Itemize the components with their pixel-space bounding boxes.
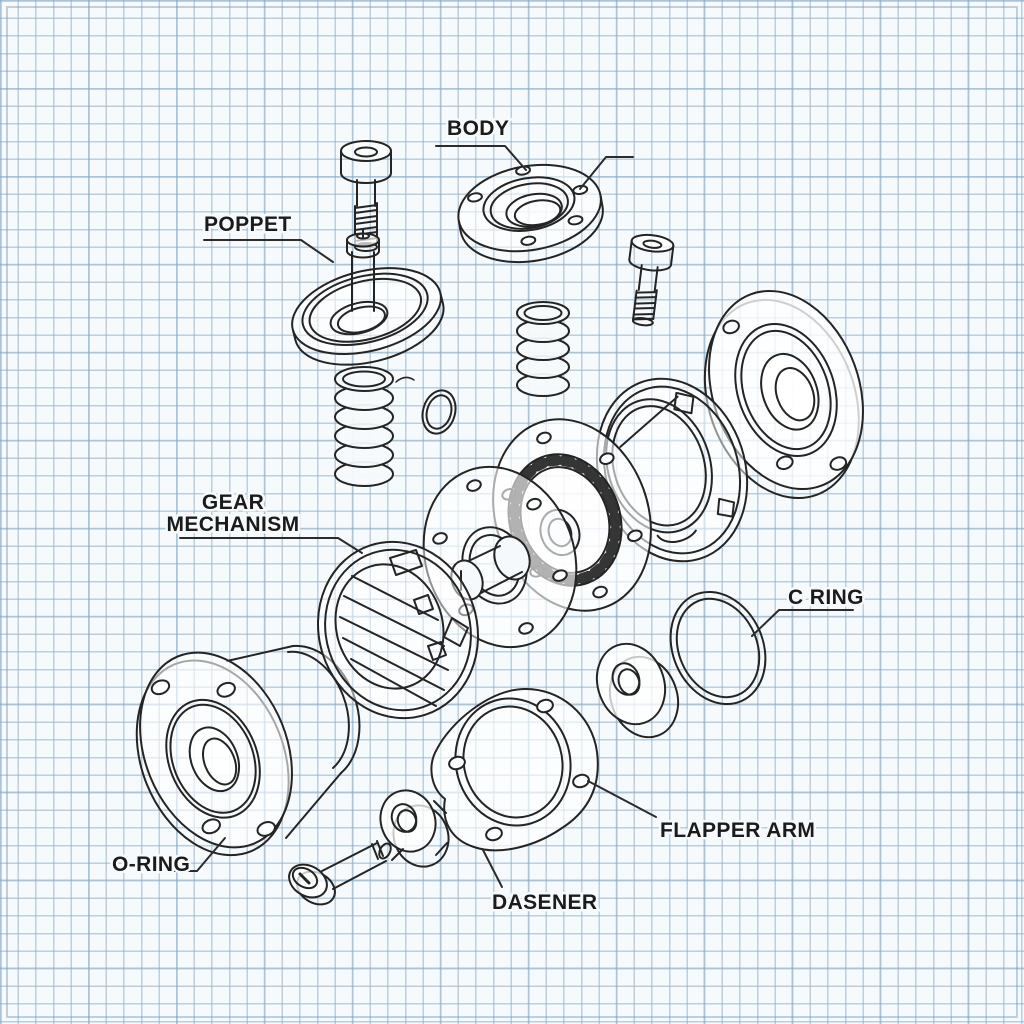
socket-screw-right xyxy=(628,233,675,327)
spring-center xyxy=(516,301,570,397)
flapper-arm-part xyxy=(430,687,599,852)
thick-washer xyxy=(595,642,680,739)
bolt-hole xyxy=(526,497,542,511)
small-o-ring xyxy=(421,389,457,435)
fastener-leader-line xyxy=(482,849,503,888)
bolt-hole xyxy=(201,818,221,835)
bolt-hole xyxy=(552,569,568,582)
inlet-hub-part xyxy=(135,644,361,857)
bolt-hole xyxy=(722,319,740,335)
unlabeled-leader-line xyxy=(579,156,634,190)
bolt-bottom xyxy=(288,840,392,906)
bolt-hole xyxy=(216,681,236,698)
c-ring-label: C RING xyxy=(788,586,864,609)
body-flange-part xyxy=(457,163,604,264)
flapper-arm-leader-line xyxy=(587,780,657,818)
gear-mechanism-cage xyxy=(316,540,480,720)
bolt-hole xyxy=(518,622,534,635)
c-ring-leader-line xyxy=(751,609,854,637)
bolt-hole xyxy=(776,455,794,471)
outlet-flange-part xyxy=(703,289,864,500)
bolt-hole xyxy=(520,235,537,246)
bolt-hole xyxy=(485,826,503,842)
gear-mechanism-leader-line xyxy=(179,537,363,554)
bolt-hole xyxy=(536,698,554,714)
spring-left xyxy=(334,366,394,487)
o-ring-label: O-RING xyxy=(112,853,190,876)
bolt-hole xyxy=(599,452,615,465)
body-leader-line xyxy=(435,145,527,171)
bolt-hole xyxy=(536,431,552,445)
bolt-hole xyxy=(829,456,848,471)
bolt-hole xyxy=(432,532,448,545)
bolt-hole xyxy=(467,192,483,203)
stray-mark xyxy=(395,376,415,383)
fastener-nut xyxy=(379,789,450,868)
fastener-label: DASENER xyxy=(492,891,597,914)
bolt-hole xyxy=(150,679,171,696)
bolt-hole xyxy=(572,184,589,196)
poppet-part xyxy=(291,228,445,366)
bolt-hole xyxy=(256,821,276,837)
bolt-hole xyxy=(572,773,590,789)
poppet-label: POPPET xyxy=(204,213,292,236)
flapper-arm-label: FLAPPER ARM xyxy=(660,819,815,842)
c-ring-part xyxy=(669,590,767,706)
gear-mechanism-label-line2: MECHANISM xyxy=(166,513,299,536)
poppet-leader-line xyxy=(203,239,334,263)
bolt-hole xyxy=(592,585,608,599)
bolt-hole xyxy=(466,479,482,492)
gear-mechanism-label-line1: GEAR xyxy=(202,491,264,514)
body-label: BODY xyxy=(447,117,509,140)
bolt-hole xyxy=(448,755,466,771)
bolt-hole xyxy=(627,529,643,543)
o-ring-leader-line xyxy=(169,837,226,872)
bolt-hole xyxy=(567,215,584,226)
